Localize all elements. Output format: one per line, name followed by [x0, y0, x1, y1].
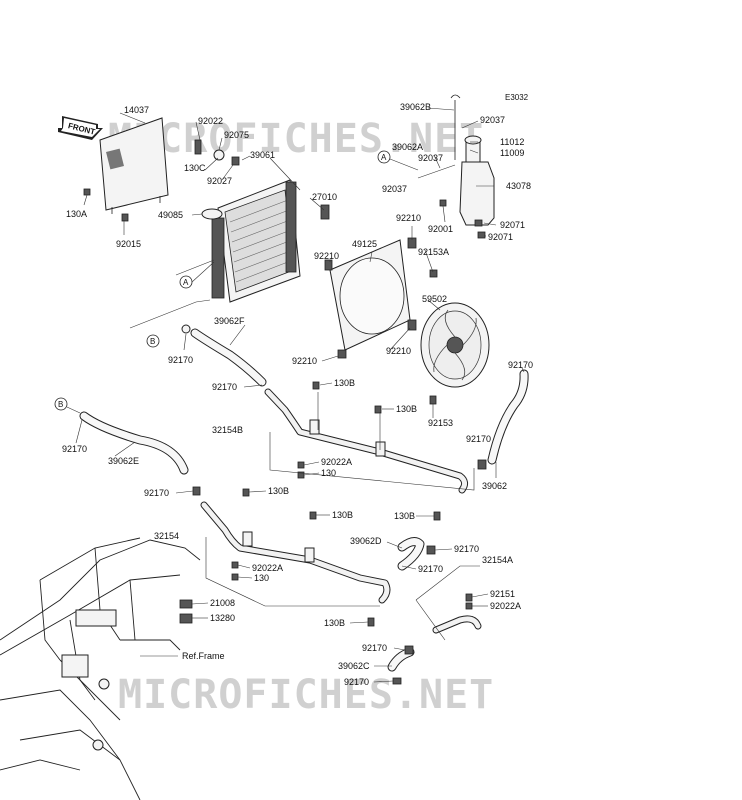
label-92151: 92151: [490, 589, 515, 599]
bracket-parts: [179, 599, 193, 624]
label-92170-c: 92170: [508, 360, 533, 370]
radiator: [211, 179, 301, 303]
label-92210-lower: 92210: [292, 356, 317, 366]
label-92170-d: 92170: [62, 444, 87, 454]
label-92153: 92153: [428, 418, 453, 428]
callout-b-bottom: B: [54, 397, 81, 414]
svg-text:B: B: [58, 400, 63, 409]
label-39062: 39062: [482, 481, 507, 491]
svg-text:A: A: [381, 153, 387, 162]
label-39062d: 39062D: [350, 536, 382, 546]
watermark-bottom: MICROFICHES.NET: [118, 672, 494, 718]
label-92170-i: 92170: [362, 643, 387, 653]
label-39062b: 39062B: [400, 102, 431, 112]
label-32154a: 32154A: [482, 555, 513, 565]
leader-lines: [75, 107, 525, 683]
label-92037-low: 92037: [382, 184, 407, 194]
label-130a: 130A: [66, 209, 87, 219]
label-130-1: 130: [321, 468, 336, 478]
label-92170-e: 92170: [466, 434, 491, 444]
cooling-fan: [420, 302, 490, 405]
label-49085: 49085: [158, 210, 183, 220]
label-130b-6: 130B: [324, 618, 345, 628]
pipe-32154: [192, 486, 391, 627]
label-92037-mid: 92037: [418, 153, 443, 163]
label-130b-5: 130B: [394, 511, 415, 521]
label-130c: 130C: [184, 163, 206, 173]
label-49125: 49125: [352, 239, 377, 249]
label-39062c: 39062C: [338, 661, 370, 671]
callout-a-left: A: [175, 259, 215, 289]
label-39062f: 39062F: [214, 316, 245, 326]
fan-shroud: [324, 237, 438, 359]
label-21008: 21008: [210, 598, 235, 608]
callout-a-right: A: [377, 150, 419, 171]
label-92022a-2: 92022A: [252, 563, 283, 573]
label-92170-h: 92170: [418, 564, 443, 574]
label-11009: 11009: [500, 148, 524, 158]
callout-b-left: B: [129, 299, 211, 348]
label-92170-a: 92170: [168, 355, 193, 365]
diagram-code: E3032: [505, 93, 529, 102]
label-11012: 11012: [500, 137, 524, 147]
label-ref-frame: Ref.Frame: [182, 651, 225, 661]
label-92001: 92001: [428, 224, 453, 234]
pipe-32154a: [415, 565, 482, 641]
front-arrow-icon: FRONT: [58, 116, 103, 140]
label-130-2: 130: [254, 573, 269, 583]
hose-39062f: [190, 328, 267, 387]
pipe-32154b: [264, 381, 487, 521]
svg-text:A: A: [183, 278, 189, 287]
svg-text:B: B: [150, 337, 155, 346]
label-13280: 13280: [210, 613, 235, 623]
label-92037-top: 92037: [480, 115, 505, 125]
label-14037: 14037: [124, 105, 149, 115]
label-92170-b: 92170: [212, 382, 237, 392]
label-27010: 27010: [312, 192, 337, 202]
label-92071-lower: 92071: [488, 232, 513, 242]
label-39061: 39061: [250, 150, 275, 160]
label-92210-left: 92210: [314, 251, 339, 261]
label-92027: 92027: [207, 176, 232, 186]
label-92075: 92075: [224, 130, 249, 140]
watermark-top: MICROFICHES.NET: [108, 116, 484, 162]
label-43078: 43078: [506, 181, 531, 191]
hose-39062: [487, 369, 529, 465]
label-92170-j: 92170: [344, 677, 369, 687]
label-92015: 92015: [116, 239, 141, 249]
label-130b-4: 130B: [332, 510, 353, 520]
hose-39062c: [387, 645, 415, 685]
radiator-screen: [99, 117, 169, 214]
label-92210-right: 92210: [386, 346, 411, 356]
label-92153a: 92153A: [418, 247, 449, 257]
label-130b-1: 130B: [334, 378, 355, 388]
label-92170-g: 92170: [454, 544, 479, 554]
label-92210-top: 92210: [396, 213, 421, 223]
label-32154: 32154: [154, 531, 179, 541]
hose-39062d: [397, 537, 436, 571]
label-130b-2: 130B: [396, 404, 417, 414]
label-59502: 59502: [422, 294, 447, 304]
label-92022a-3: 92022A: [490, 601, 521, 611]
label-92170-f: 92170: [144, 488, 169, 498]
label-39062e: 39062E: [108, 456, 139, 466]
radiator-small-parts: [83, 139, 330, 334]
label-32154b: 32154B: [212, 425, 243, 435]
hose-39062e: [79, 411, 189, 475]
frame-reference: [0, 537, 201, 800]
label-39062a: 39062A: [392, 142, 423, 152]
label-92022a-1: 92022A: [321, 457, 352, 467]
label-92022: 92022: [198, 116, 223, 126]
label-92071-upper: 92071: [500, 220, 525, 230]
label-130b-3: 130B: [268, 486, 289, 496]
part-labels: 14037 92022 92075 130C 92027 39061 27010…: [62, 102, 533, 687]
